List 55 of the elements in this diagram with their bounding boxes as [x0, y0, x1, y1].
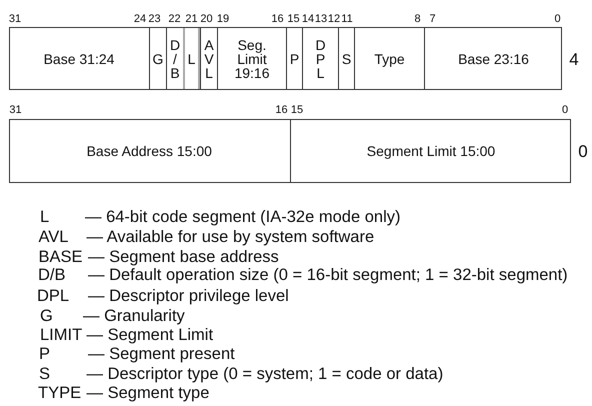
bit-number: 21 — [185, 13, 198, 25]
abbreviation: D/B — [38, 266, 66, 284]
bit-field: Seg. Limit 19:16 — [217, 28, 286, 89]
bit-field: Base 31:24 — [9, 28, 149, 89]
bit-field: Type — [354, 28, 424, 89]
definition-text: — Segment base address — [88, 248, 279, 266]
definition-text: — 64-bit code segment (IA-32e mode only) — [85, 208, 400, 226]
definition-text: — Segment present — [88, 345, 235, 363]
abbreviation: DPL — [37, 287, 70, 305]
bit-number: 20 — [200, 13, 213, 25]
bit-number: 11 — [341, 13, 353, 25]
bit-number: 0 — [562, 104, 568, 116]
bit-number: 23 — [148, 13, 161, 25]
definition-text: — Descriptor privilege level — [88, 287, 289, 305]
bit-field: P — [286, 28, 302, 89]
bit-field: D P L — [302, 28, 338, 89]
bit-number: 22 — [168, 13, 181, 25]
bit-number: 24 — [134, 13, 146, 25]
bit-number: 12 — [328, 13, 340, 25]
bit-number: 16 — [275, 104, 288, 116]
bit-field: S — [338, 28, 354, 89]
bit-field: D / B — [166, 28, 183, 89]
bit-number: 15 — [287, 13, 300, 25]
bit-field: A V L — [200, 28, 217, 89]
abbreviation: G — [40, 307, 53, 325]
bit-field: Base Address 15:00 — [8, 120, 290, 182]
byte-offset: 0 — [578, 143, 588, 161]
byte-offset: 4 — [569, 51, 579, 69]
bit-number: 8 — [414, 13, 421, 25]
bit-number: 7 — [429, 13, 436, 25]
definition-text: — Default operation size (0 = 16-bit segment; 1 = 32-bit segment) — [88, 266, 568, 284]
abbreviation: TYPE — [38, 384, 82, 402]
abbreviation: AVL — [38, 228, 68, 246]
bit-number: 31 — [9, 104, 22, 116]
bit-number: 31 — [8, 13, 22, 25]
bit-number: 19 — [216, 13, 230, 25]
bit-field: Base 23:16 — [424, 28, 562, 89]
definition-text: — Segment Limit — [86, 326, 214, 344]
abbreviation: P — [39, 345, 50, 363]
bit-field: Segment Limit 15:00 — [290, 120, 571, 182]
abbreviation: LIMIT — [40, 326, 82, 344]
bit-number: 15 — [290, 104, 304, 116]
definition-text: — Granularity — [83, 307, 185, 325]
bit-field: G — [149, 28, 166, 89]
definition-text: — Descriptor type (0 = system; 1 = code or data) — [86, 365, 444, 383]
bit-number: 16 — [271, 13, 284, 25]
definition-text: — Segment type — [86, 384, 210, 402]
bit-number: 14 — [302, 13, 314, 25]
abbreviation: S — [39, 365, 50, 383]
bit-field: L — [183, 28, 200, 89]
definition-text: — Available for use by system software — [86, 228, 374, 246]
bit-number: 13 — [314, 13, 328, 25]
bit-number: 0 — [554, 13, 561, 25]
abbreviation: L — [40, 208, 50, 226]
abbreviation: BASE — [38, 248, 83, 266]
